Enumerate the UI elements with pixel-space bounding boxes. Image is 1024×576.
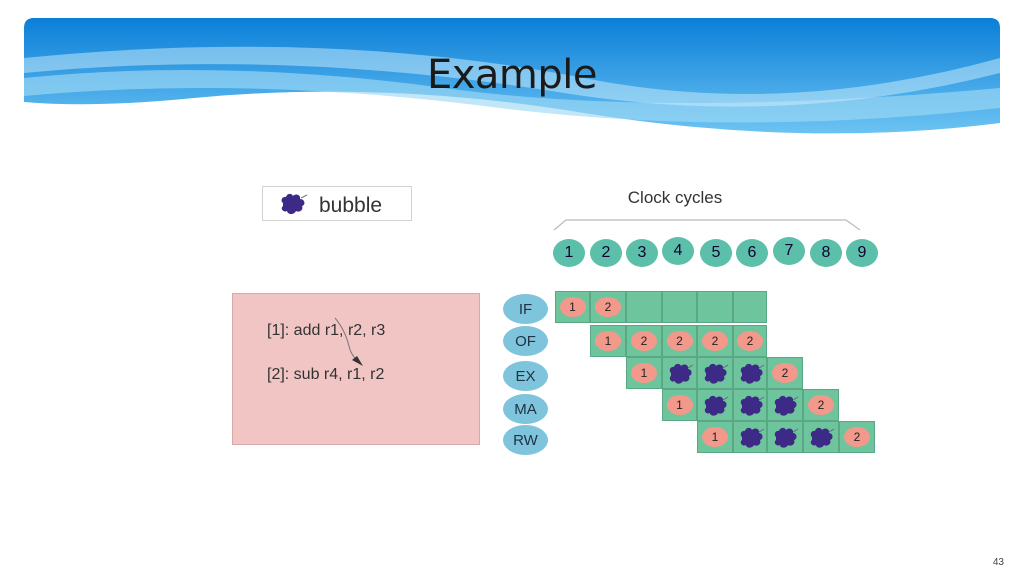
- slide-title: Example: [426, 52, 598, 98]
- instruction-2: [2]: sub r4, r1, r2: [267, 366, 385, 383]
- instruction-token: 2: [595, 297, 621, 317]
- pipeline-cell-of-5: 2: [697, 325, 733, 357]
- pipeline-cell-ex-7: 2: [767, 357, 803, 389]
- header-banner: Example: [24, 18, 1000, 136]
- pipeline-cell-of-6: 2: [733, 325, 767, 357]
- pipeline-cell-rw-7: [767, 421, 803, 453]
- pipeline-cell-ma-6: [733, 389, 767, 421]
- dependency-arrow: [334, 317, 363, 366]
- clock-cycle-4: 4: [662, 237, 694, 265]
- instruction-token: 1: [702, 427, 728, 447]
- instruction-token: 1: [631, 363, 657, 383]
- instruction-token: 2: [702, 331, 728, 351]
- stage-rw: RW: [503, 425, 548, 455]
- instruction-token: 2: [844, 427, 870, 447]
- stage-ex: EX: [503, 361, 548, 391]
- clock-cycle-5: 5: [700, 239, 732, 267]
- clock-brace: [553, 219, 861, 231]
- clock-cycle-3: 3: [626, 239, 658, 267]
- page-number: 43: [992, 557, 1004, 568]
- stage-of: OF: [503, 326, 548, 356]
- pipeline-cell-if-4: [662, 291, 697, 323]
- pipeline-cell-rw-8: [803, 421, 839, 453]
- pipeline-cell-rw-9: 2: [839, 421, 875, 453]
- pipeline-cell-of-2: 1: [590, 325, 626, 357]
- clock-cycle-6: 6: [736, 239, 768, 267]
- pipeline-cell-if-1: 1: [555, 291, 590, 323]
- pipeline-cell-ma-7: [767, 389, 803, 421]
- pipeline-cell-of-3: 2: [626, 325, 662, 357]
- instruction-token: 2: [631, 331, 657, 351]
- instruction-token: 2: [737, 331, 763, 351]
- pipeline-cell-if-2: 2: [590, 291, 626, 323]
- instruction-token: 2: [666, 331, 693, 351]
- pipeline-cell-ma-8: 2: [803, 389, 839, 421]
- legend-box: bubble: [262, 186, 412, 221]
- clock-cycle-9: 9: [846, 239, 878, 267]
- stage-if: IF: [503, 294, 548, 324]
- pipeline-cell-if-6: [733, 291, 767, 323]
- instruction-token: 1: [559, 297, 586, 317]
- instruction-token: 1: [595, 331, 621, 351]
- pipeline-cell-if-5: [697, 291, 733, 323]
- bubble-cloud-icon: [281, 193, 308, 214]
- clock-cycle-1: 1: [553, 239, 585, 267]
- pipeline-cell-ex-4: [662, 357, 697, 389]
- legend-label: bubble: [319, 194, 383, 217]
- pipeline-cell-if-3: [626, 291, 662, 323]
- pipeline-cell-ex-6: [733, 357, 767, 389]
- instruction-token: 1: [666, 395, 693, 415]
- instruction-token: 2: [808, 395, 834, 415]
- instruction-box: [1]: add r1, r2, r3 [2]: sub r4, r1, r2: [232, 293, 480, 445]
- pipeline-cell-ma-4: 1: [662, 389, 697, 421]
- header-wave-graphic: [24, 18, 1000, 134]
- clock-cycles-label: Clock cycles: [627, 188, 723, 207]
- pipeline-cell-rw-5: 1: [697, 421, 733, 453]
- clock-cycle-8: 8: [810, 239, 842, 267]
- instruction-token: 2: [772, 363, 798, 383]
- instruction-1: [1]: add r1, r2, r3: [267, 322, 386, 339]
- pipeline-cell-rw-6: [733, 421, 767, 453]
- pipeline-cell-of-4: 2: [662, 325, 697, 357]
- pipeline-cell-ex-3: 1: [626, 357, 662, 389]
- pipeline-cell-ex-5: [697, 357, 733, 389]
- clock-cycle-7: 7: [773, 237, 805, 265]
- pipeline-cell-ma-5: [697, 389, 733, 421]
- stage-ma: MA: [503, 394, 548, 424]
- clock-cycle-2: 2: [590, 239, 622, 267]
